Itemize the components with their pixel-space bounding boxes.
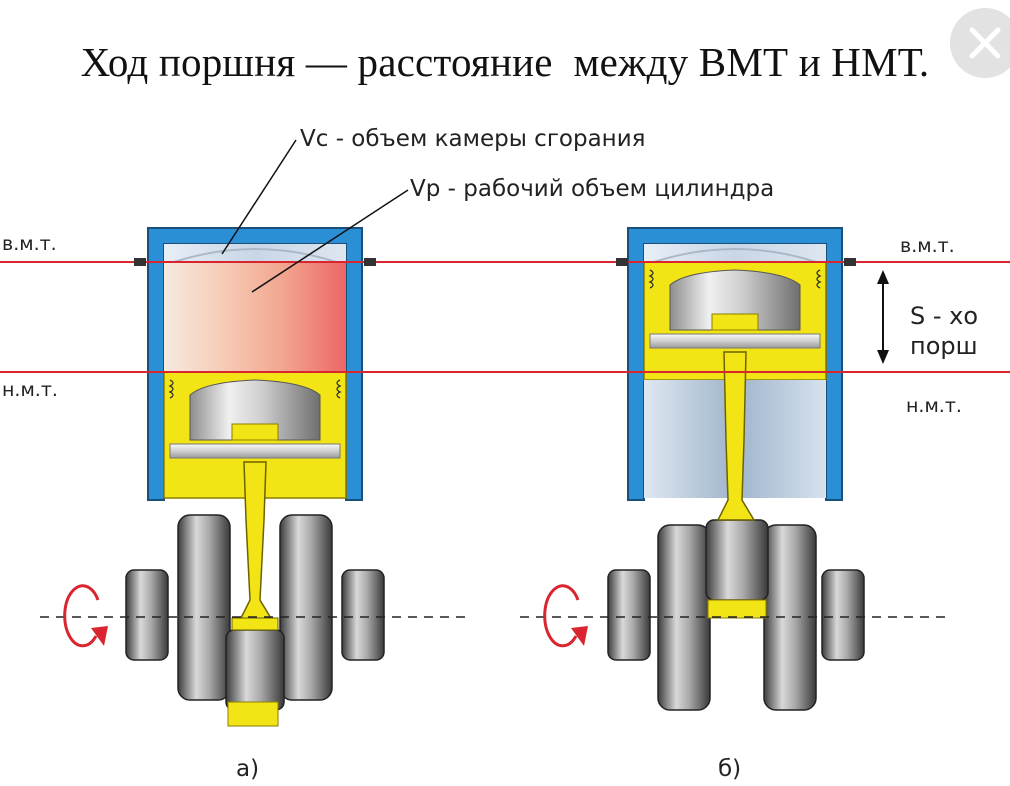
- vc-label: Vc - объем камеры сгорания: [300, 126, 646, 152]
- caption-a: а): [236, 756, 259, 782]
- working-volume-a: [164, 262, 346, 372]
- connecting-rod-b: [716, 351, 756, 521]
- caption-b: б): [718, 756, 741, 782]
- vc-leader-line: [221, 139, 297, 255]
- bdc-label-left: н.м.т.: [2, 379, 58, 401]
- engine-b: [520, 227, 950, 711]
- tdc-label-right: в.м.т.: [900, 235, 955, 257]
- stroke-label-line1: S - хо: [910, 302, 978, 330]
- vp-label: Vр - рабочий объем цилиндра: [410, 176, 774, 202]
- rotation-arrow-icon: [543, 584, 588, 648]
- tdc-label-left: в.м.т.: [2, 233, 57, 255]
- close-icon: [969, 27, 1001, 59]
- stroke-dimension: [877, 270, 889, 364]
- combustion-chamber-b: [644, 244, 826, 262]
- close-button[interactable]: [950, 8, 1010, 78]
- rotation-arrow-icon: [63, 584, 108, 648]
- engine-a: [40, 227, 470, 727]
- bdc-label-right: н.м.т.: [906, 395, 962, 417]
- page-title: Ход поршня — расстояние между ВМТ и НМТ.: [80, 39, 930, 85]
- stroke-label-line2: порш: [910, 332, 978, 360]
- combustion-chamber-a: [164, 244, 346, 262]
- vp-leader-line: [251, 189, 409, 293]
